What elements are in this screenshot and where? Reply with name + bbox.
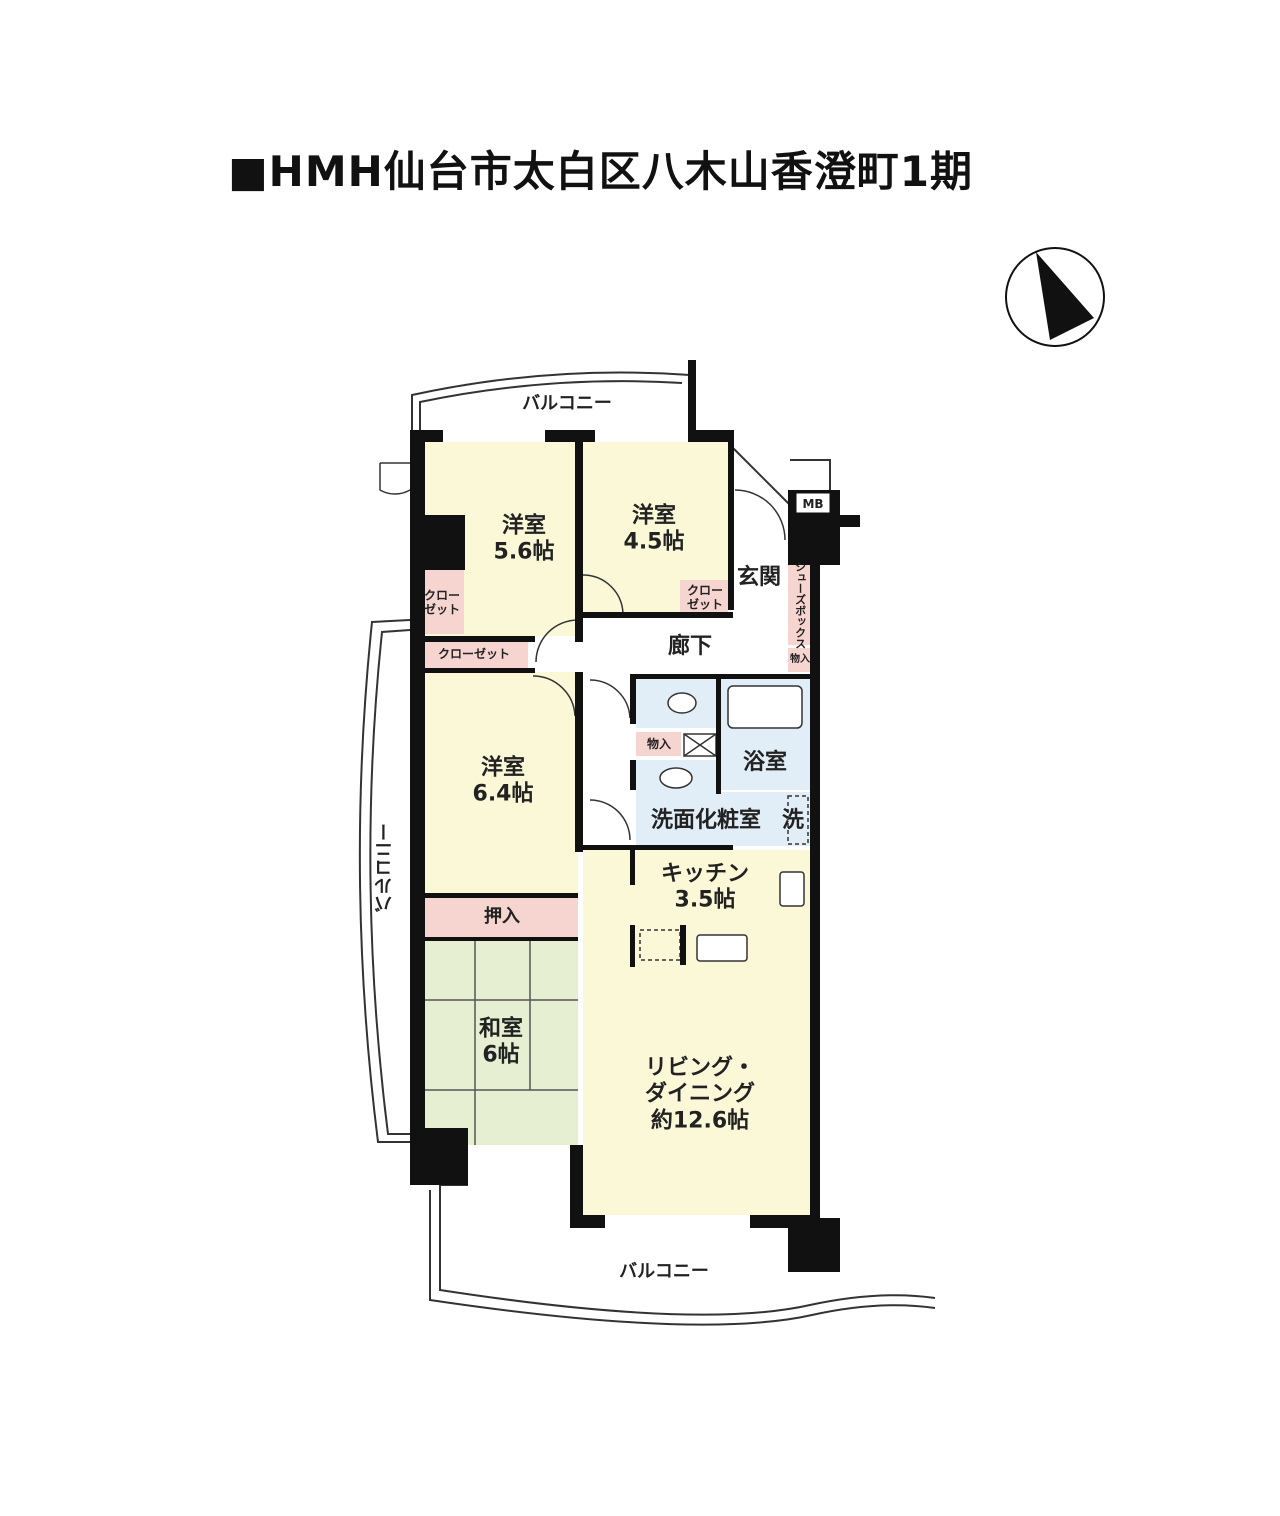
closet-c: クローゼット — [437, 646, 511, 661]
balcony-outlines — [358, 371, 936, 1326]
toilet-icon — [667, 692, 697, 714]
living-fill — [583, 850, 810, 1215]
tatami-lines — [425, 940, 578, 1145]
room-bath: 浴室 — [742, 749, 788, 775]
room-size: 4.5帖 — [623, 530, 685, 555]
closet-a: クロー ゼット — [423, 588, 461, 617]
storage-b-fill — [636, 732, 681, 756]
room-name: 洋室 — [501, 513, 547, 539]
oshiire: 押入 — [484, 906, 520, 928]
room-size: 約12.6帖 — [650, 1108, 750, 1134]
laundry-space: 洗 — [781, 807, 805, 833]
meter-box: MB — [802, 496, 824, 511]
room-name: 洋室 — [631, 503, 677, 529]
storage-a: 物入 — [790, 654, 810, 665]
room-size: 6帖 — [482, 1043, 520, 1068]
pipe-space-icon — [683, 733, 717, 757]
closet-a-fill — [420, 570, 464, 634]
storage-b: 物入 — [646, 736, 672, 751]
shoebox-fill — [788, 565, 810, 645]
room-size: 5.6帖 — [493, 540, 555, 565]
balcony-top: バルコニー — [522, 393, 612, 415]
balcony-left: バルコニー — [374, 823, 396, 913]
oshiire-fill — [425, 897, 578, 937]
room-fills — [420, 442, 810, 1215]
north-arrow-icon — [1005, 247, 1105, 347]
room-hallway: 廊下 — [667, 633, 713, 659]
bathtub-icon — [727, 685, 803, 729]
room-name: 和室 — [478, 1016, 524, 1042]
room-entrance: 玄関 — [736, 564, 782, 590]
walls — [410, 360, 860, 1272]
kitchen-sink-icon — [696, 934, 748, 962]
room-name-2: ダイニング — [644, 1081, 756, 1107]
storage-a-fill — [788, 648, 810, 672]
stove-icon — [779, 871, 805, 907]
shoebox: シューズボックス — [793, 561, 807, 649]
closet-c-fill — [420, 641, 528, 668]
balcony-bottom: バルコニー — [619, 1261, 709, 1283]
room-name: キッチン — [660, 861, 750, 887]
tatami-fill — [425, 940, 578, 1145]
washer-space-icon — [787, 795, 809, 845]
room-name: リビング・ — [644, 1055, 756, 1081]
room-size: 6.4帖 — [472, 782, 534, 807]
door-swings — [379, 462, 786, 841]
western-room-c-fill — [425, 672, 578, 893]
room-washroom: 洗面化粧室 — [650, 807, 762, 833]
page-title: ■HMH仙台市太白区八木山香澄町1期 — [228, 147, 974, 196]
room-size: 3.5帖 — [674, 888, 736, 913]
closet-b: クロー ゼット — [686, 583, 724, 612]
room-living: リビング・ダイニング約12.6帖 — [645, 1055, 755, 1134]
closet-b-fill — [680, 580, 728, 614]
room-name: 洋室 — [480, 755, 526, 781]
sink-icon — [659, 767, 693, 789]
